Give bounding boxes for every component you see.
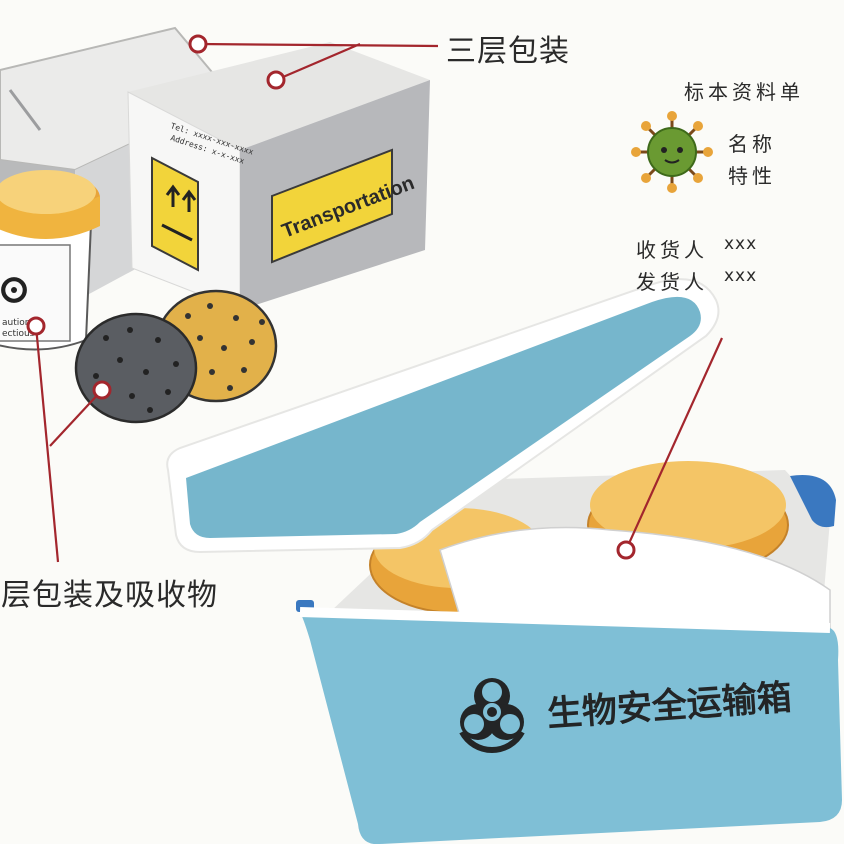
callout-lines: [34, 42, 724, 563]
absorbent-pad-grey: [74, 312, 198, 424]
specimen-sheet-title: 标本资料单: [684, 80, 804, 104]
biohazard-icon: [1, 277, 27, 303]
label-secondary-packaging: 二层包装及吸收物: [0, 578, 218, 613]
this-way-up-icon: [151, 156, 199, 272]
biohazard-icon: [459, 678, 525, 753]
callout-marker-icon: [26, 34, 636, 560]
virus-icon: [631, 111, 713, 193]
outer-cardboard-box: Transportation Tel: xxxx-xxx-xxxx Addres…: [127, 42, 430, 311]
shipper-value: xxx: [724, 266, 758, 286]
shipper-label: 发货人: [636, 270, 708, 294]
specimen-sheet-name: 名称: [728, 132, 776, 156]
specimen-sheet-property: 特性: [728, 164, 776, 188]
jar-caution-line2: ectious: [2, 329, 35, 339]
consignee-value: xxx: [724, 234, 758, 254]
biosafety-box-lid: [166, 278, 720, 554]
specimen-jar: aution ectious: [0, 170, 100, 351]
label-triple-packaging: 三层包装: [446, 34, 570, 69]
jar-caution-line1: aution: [2, 318, 30, 328]
biosafety-box: 生物安全运输箱: [296, 461, 842, 844]
consignee-label: 收货人: [636, 238, 708, 262]
